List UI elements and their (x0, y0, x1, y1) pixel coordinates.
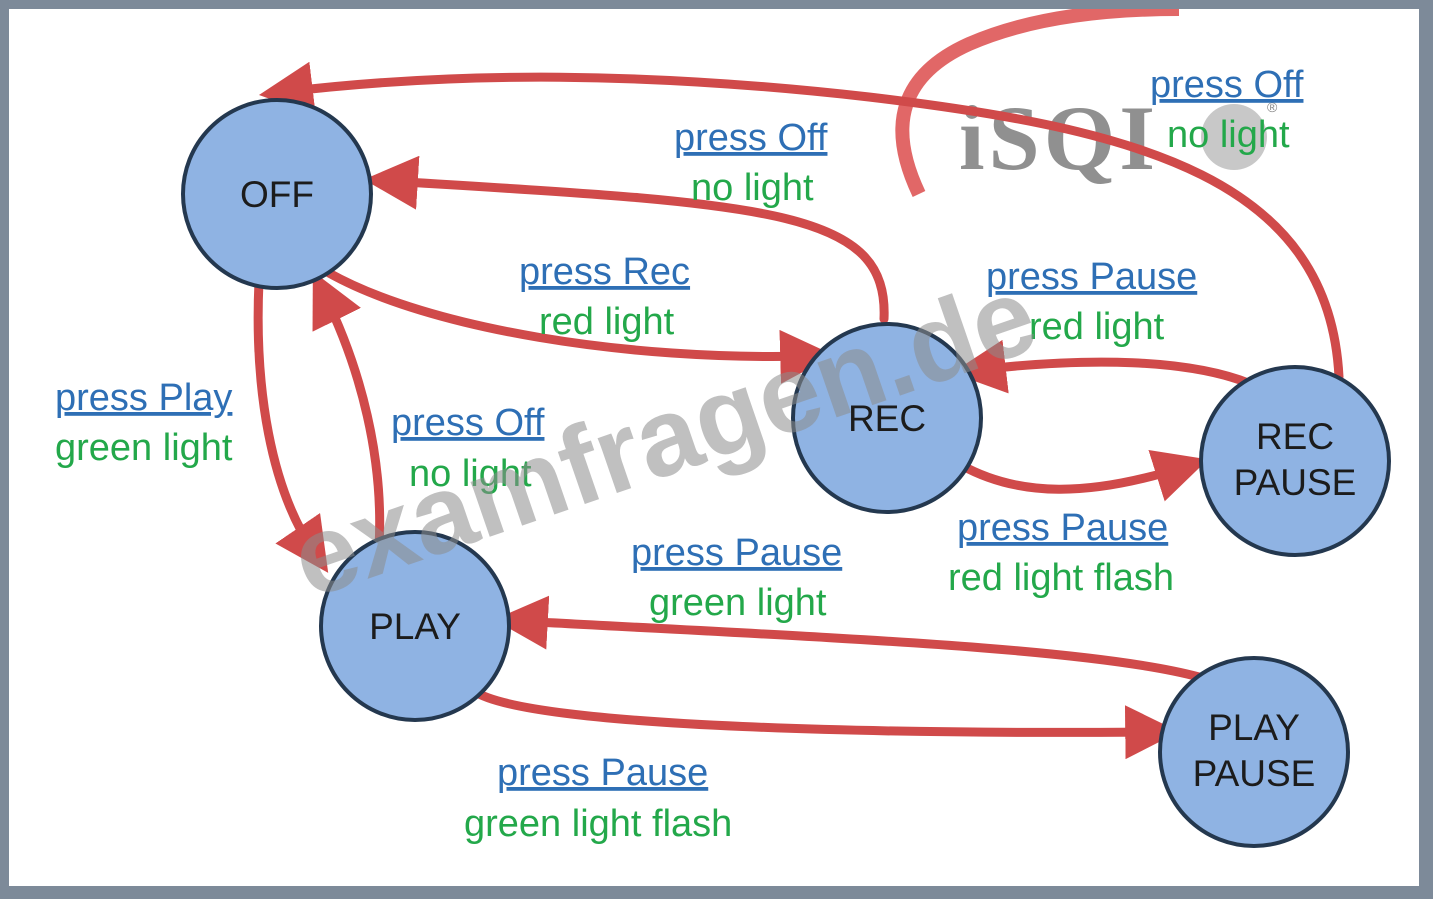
state-rec-pause-label-line2: PAUSE (1234, 462, 1357, 503)
transition-arrows (253, 61, 1344, 760)
label-event-play-to-playpause: press Pause (497, 752, 708, 794)
arrow-playpause-to-play (493, 595, 1204, 682)
state-play-pause-label-line2: PAUSE (1193, 753, 1316, 794)
label-event-rec-to-off: press Off (674, 117, 828, 159)
label-action-playpause-to-play: green light (649, 582, 827, 624)
label-event-playpause-to-play: press Pause (631, 532, 842, 574)
arrow-rec-to-off (363, 155, 889, 324)
label-action-rec-to-recpause: red light flash (948, 557, 1174, 599)
transition-labels: press Rec red light press Off no light p… (55, 64, 1304, 845)
label-event-rec-to-recpause: press Pause (957, 507, 1168, 549)
logo-text: iSQI (959, 87, 1159, 189)
label-event-recpause-to-off: press Off (1150, 64, 1304, 106)
arrow-recpause-to-rec (951, 339, 1256, 394)
arrow-play-to-off (312, 271, 385, 552)
state-rec-circle (791, 322, 983, 514)
state-diagram: iSQI ® OFF REC PLAY REC PAUSE PLAY PAUSE (55, 9, 1391, 848)
label-event-off-to-play: press Play (55, 377, 232, 419)
state-play-pause-label-line1: PLAY (1208, 707, 1300, 748)
state-rec-label: REC (848, 398, 926, 439)
registered-mark: ® (1267, 99, 1278, 115)
state-play-pause-circle (1158, 656, 1350, 848)
arrow-recpause-to-off (258, 61, 1344, 382)
state-rec-pause-label-line1: REC (1256, 416, 1334, 457)
state-play-pause: PLAY PAUSE (1158, 656, 1350, 848)
state-rec-pause: REC PAUSE (1199, 365, 1391, 557)
state-off-label: OFF (240, 174, 314, 215)
label-action-recpause-to-off: no light (1167, 114, 1290, 156)
state-off-circle (181, 98, 373, 290)
label-action-play-to-playpause: green light flash (464, 803, 732, 845)
arrow-play-to-playpause (469, 686, 1180, 760)
state-rec-pause-circle (1199, 365, 1391, 557)
state-off: OFF (181, 98, 373, 290)
label-action-recpause-to-rec: red light (1029, 306, 1165, 348)
arrow-rec-to-recpause (956, 449, 1209, 502)
label-event-recpause-to-rec: press Pause (986, 256, 1197, 298)
state-play-circle (319, 530, 511, 722)
label-event-off-to-rec: press Rec (519, 251, 690, 293)
label-action-play-to-off: no light (409, 453, 532, 495)
label-action-off-to-rec: red light (539, 301, 675, 343)
label-action-rec-to-off: no light (691, 167, 814, 209)
arrow-off-to-play (253, 276, 329, 573)
arrow-off-to-rec (324, 268, 835, 384)
state-play: PLAY (319, 530, 511, 722)
globe-icon (1201, 104, 1267, 170)
isqi-logo: iSQI ® (895, 9, 1278, 198)
state-play-label: PLAY (369, 606, 461, 647)
state-rec: REC (791, 322, 983, 514)
label-action-off-to-play: green light (55, 427, 233, 469)
diagram-frame: iSQI ® OFF REC PLAY REC PAUSE PLAY PAUSE (9, 9, 1419, 886)
label-event-play-to-off: press Off (391, 402, 545, 444)
